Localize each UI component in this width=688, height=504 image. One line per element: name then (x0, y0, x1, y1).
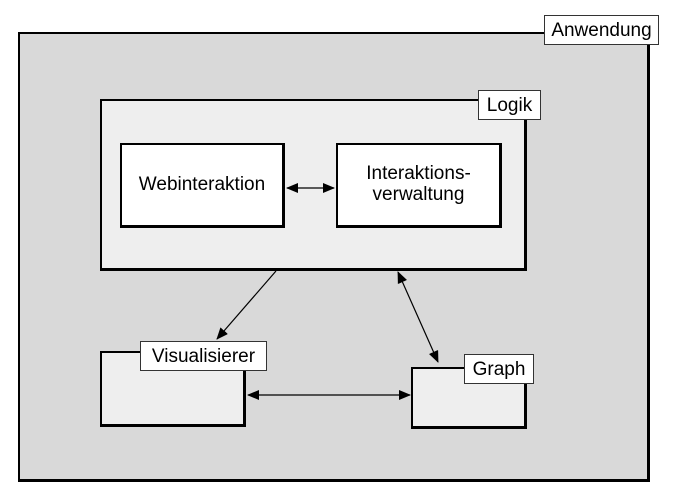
interaktionsverwaltung-label: Interaktions- verwaltung (338, 145, 499, 225)
logik-label: Logik (478, 90, 541, 120)
interaktionsverwaltung-line-1: Interaktions- (366, 163, 471, 185)
anwendung-label: Anwendung (544, 15, 659, 45)
graph-label: Graph (464, 354, 534, 384)
webinteraktion-label: Webinteraktion (138, 173, 266, 195)
interaktionsverwaltung-box: Interaktions- verwaltung (336, 143, 502, 228)
interaktionsverwaltung-line-2: verwaltung (372, 184, 465, 205)
webinteraktion-box: Webinteraktion (120, 143, 285, 228)
visualisierer-label: Visualisierer (140, 341, 267, 371)
